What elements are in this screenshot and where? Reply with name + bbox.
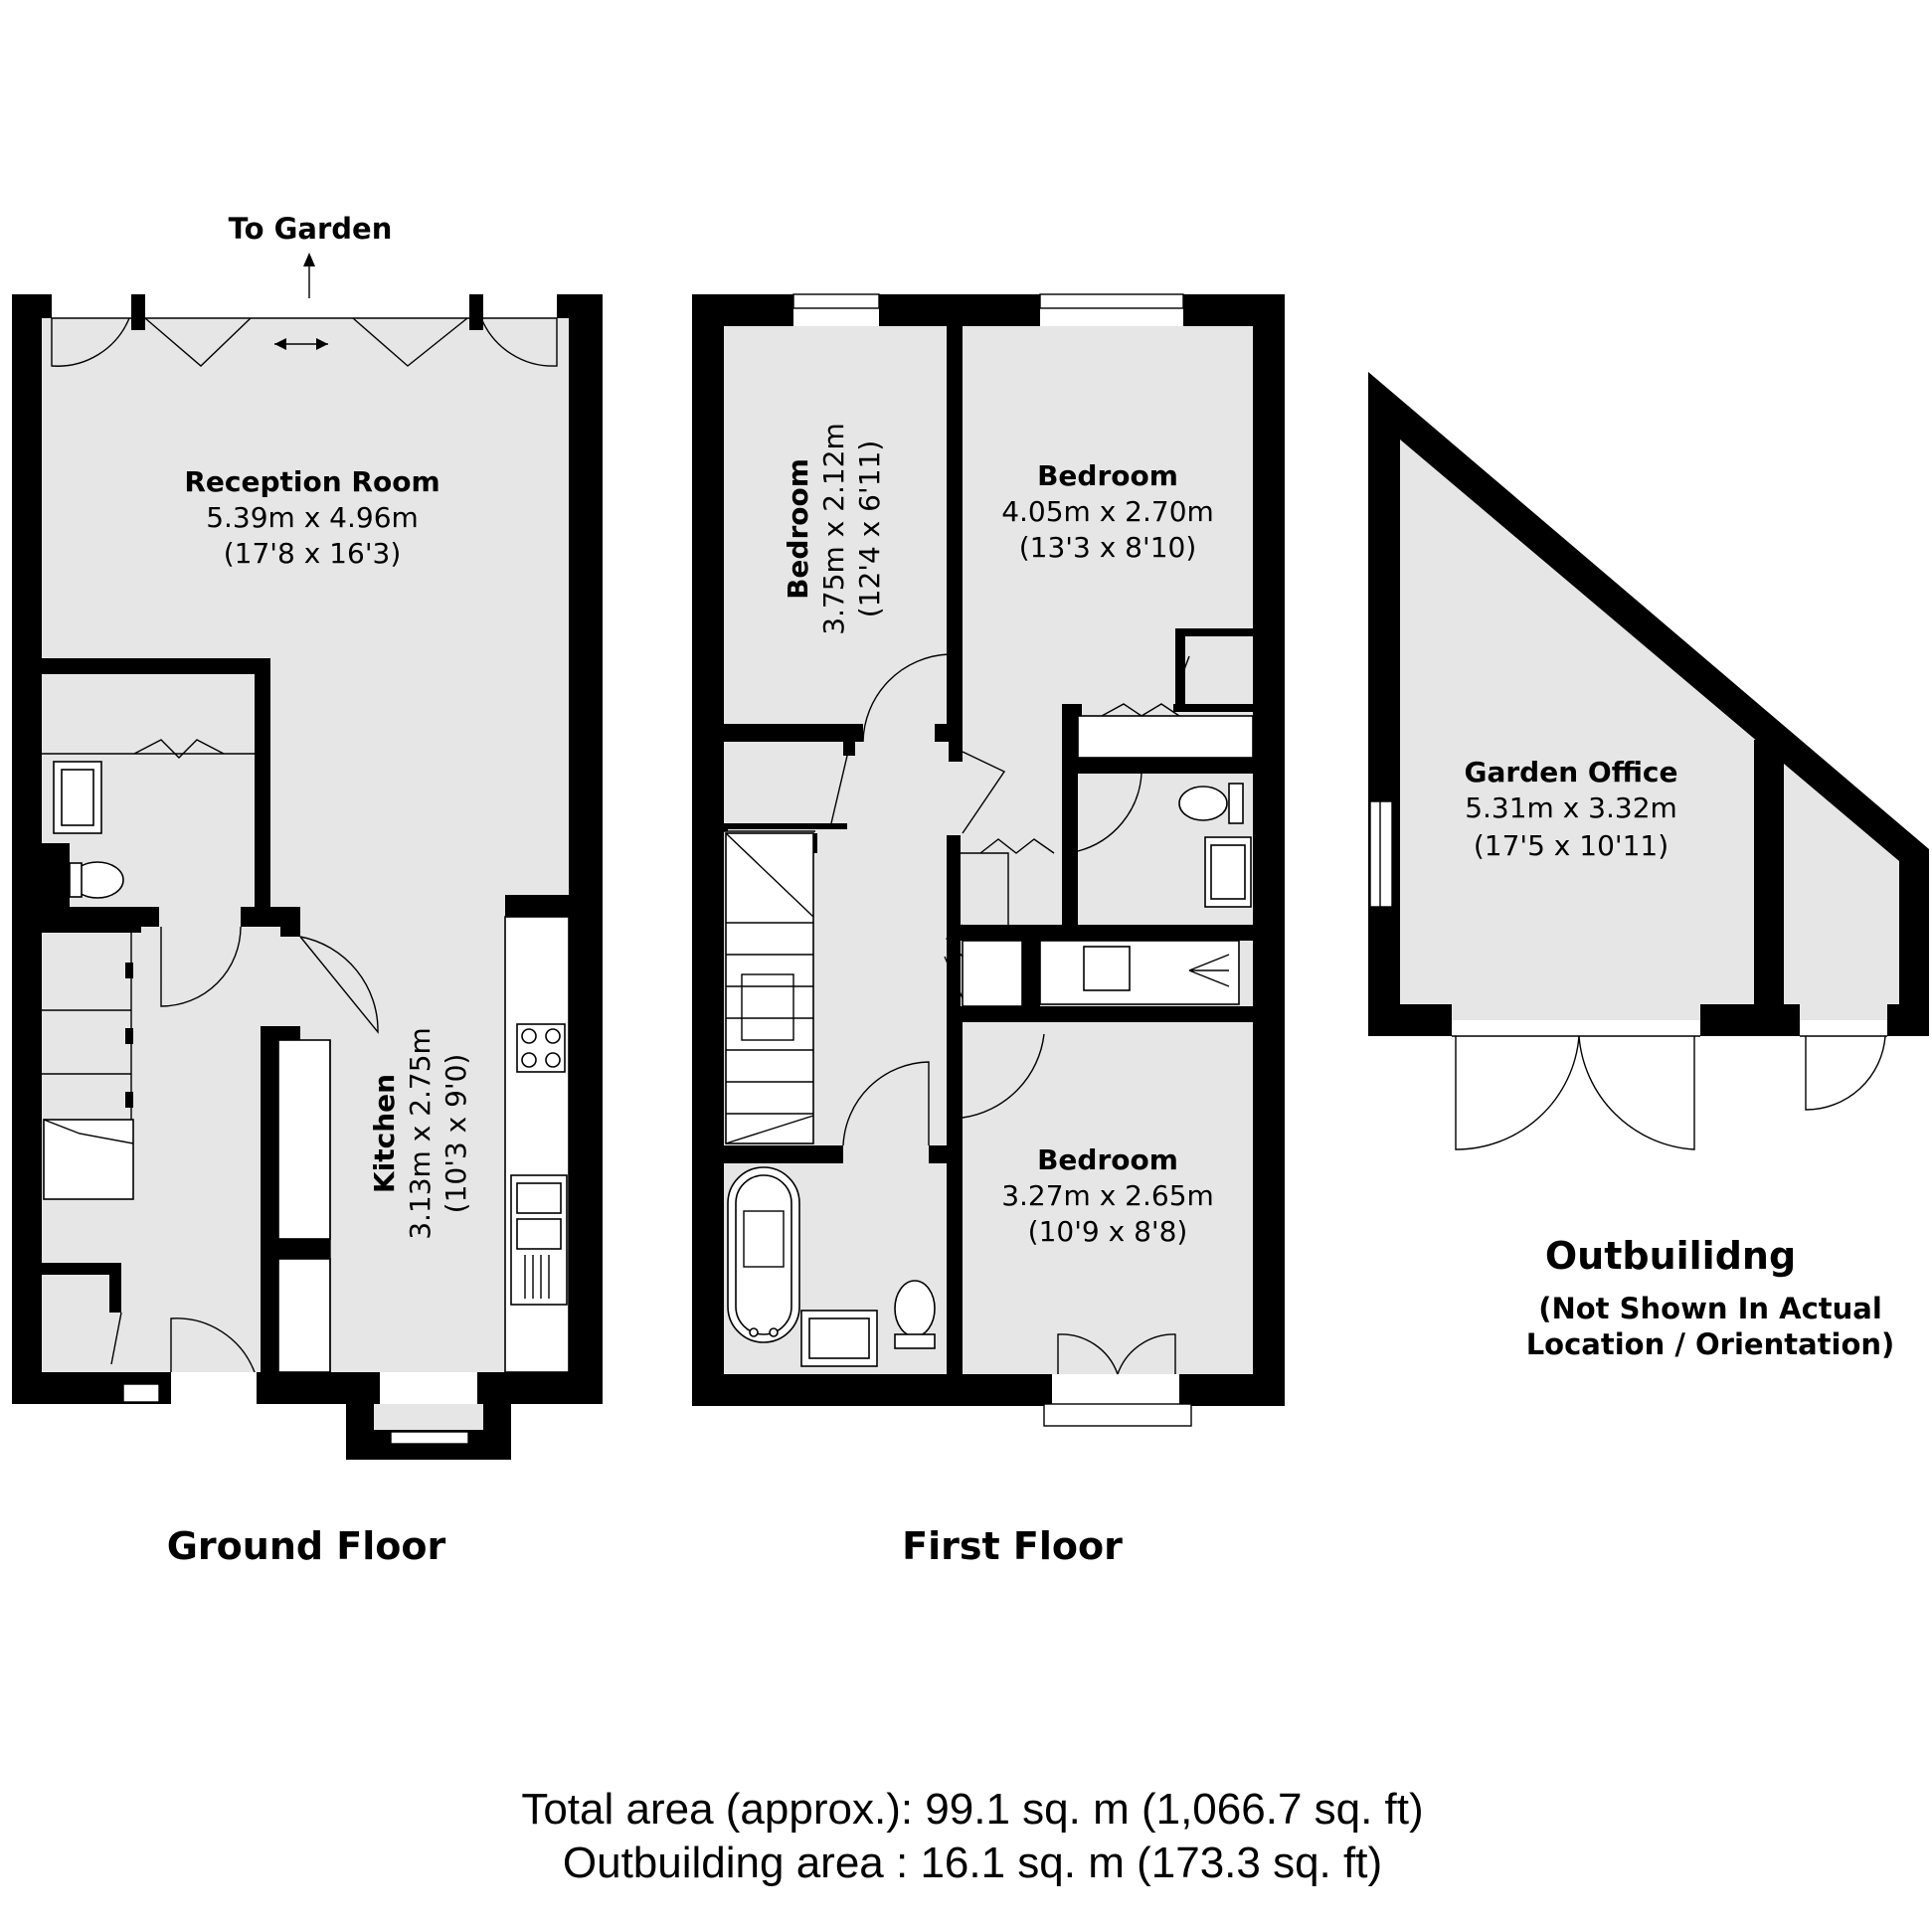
room-metric-garden-office: 5.31m x 3.32m <box>1465 791 1677 824</box>
ground-floor-title: Ground Floor <box>167 1524 446 1568</box>
outbuilding-labels: Garden Office 5.31m x 3.32m (17'5 x 10'1… <box>1464 756 1894 1361</box>
room-imperial-bedroom-3: (10'9 x 8'8) <box>1028 1215 1188 1248</box>
room-metric-kitchen: 3.13m x 2.75m <box>404 1027 437 1240</box>
outbuilding-note-line-2: Location / Orientation) <box>1526 1327 1895 1361</box>
room-imperial-bedroom-1: (12'4 x 6'11) <box>853 440 886 618</box>
room-name-kitchen: Kitchen <box>368 1074 401 1193</box>
room-imperial-bedroom-2: (13'3 x 8'10) <box>1019 531 1197 564</box>
room-imperial-reception: (17'8 x 16'3) <box>224 537 402 570</box>
first-floor-plan <box>692 293 1285 1427</box>
room-metric-bedroom-3: 3.27m x 2.65m <box>1001 1179 1214 1212</box>
total-area-text: Total area (approx.): 99.1 sq. m (1,066.… <box>521 1785 1423 1834</box>
room-name-bedroom-1: Bedroom <box>782 458 814 600</box>
room-name-reception: Reception Room <box>184 465 439 498</box>
room-imperial-kitchen: (10'3 x 9'0) <box>439 1054 472 1214</box>
room-name-bedroom-2: Bedroom <box>1037 459 1178 492</box>
to-garden-label: To Garden <box>229 212 393 246</box>
first-floor-title: First Floor <box>902 1524 1123 1568</box>
room-metric-reception: 5.39m x 4.96m <box>206 501 419 534</box>
outbuilding-title: Outbuilidng <box>1545 1234 1796 1278</box>
room-name-garden-office: Garden Office <box>1464 756 1677 789</box>
ground-floor-plan <box>12 253 603 1460</box>
room-imperial-garden-office: (17'5 x 10'11) <box>1474 829 1669 862</box>
first-floor-labels: Bedroom 3.75m x 2.12m (12'4 x 6'11) Bedr… <box>782 423 1214 1568</box>
area-summary: Total area (approx.): 99.1 sq. m (1,066.… <box>521 1785 1423 1887</box>
outbuilding-area-text: Outbuilding area : 16.1 sq. m (173.3 sq.… <box>563 1839 1382 1887</box>
room-metric-bedroom-1: 3.75m x 2.12m <box>817 423 850 635</box>
room-name-bedroom-3: Bedroom <box>1037 1143 1178 1176</box>
outbuilding-note-line-1: (Not Shown In Actual <box>1538 1292 1882 1325</box>
outbuilding-plan <box>1368 372 1929 1150</box>
room-metric-bedroom-2: 4.05m x 2.70m <box>1001 495 1214 528</box>
ground-floor-labels: To Garden Reception Room 5.39m x 4.96m (… <box>167 212 472 1568</box>
